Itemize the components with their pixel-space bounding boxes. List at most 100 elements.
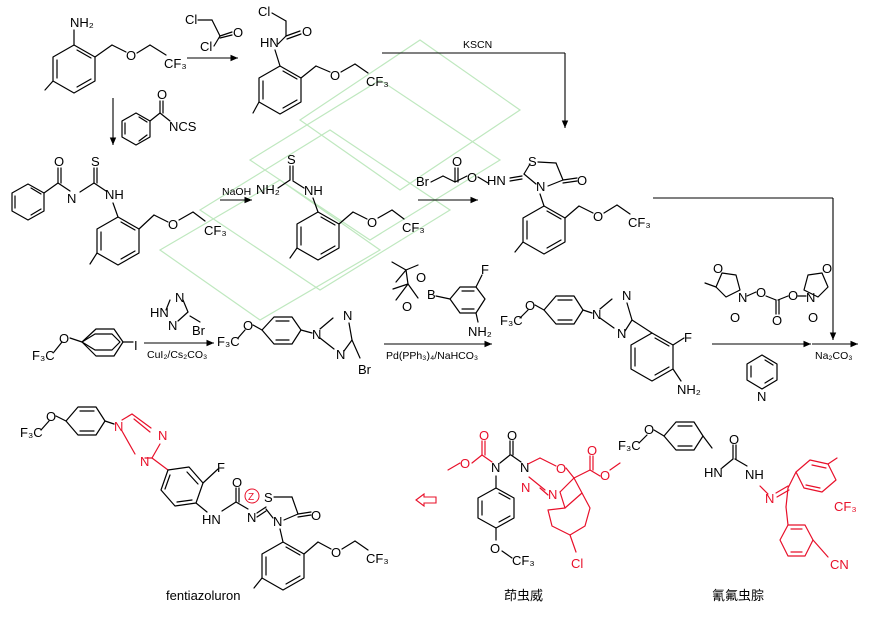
n-label: N (738, 290, 747, 305)
pyridine: N (746, 354, 778, 404)
n-label: N (273, 514, 282, 529)
o-label: O (729, 432, 739, 447)
o-label: O (593, 209, 603, 224)
cf3-label: CF₃ (366, 74, 389, 89)
o-label: O (479, 428, 489, 443)
n-label: N (520, 460, 529, 475)
indoxacarb-name: 茚虫威 (504, 588, 543, 603)
o-label: O (822, 261, 832, 276)
n-label: N (491, 460, 500, 475)
fentiazoluron-name: fentiazoluron (166, 588, 240, 603)
fentiazoluron-structure: F₃C O N N N F HN O N (20, 406, 389, 591)
br-label: Br (416, 174, 430, 189)
n-label: N (622, 288, 631, 303)
o-label: O (730, 310, 740, 325)
o-label: O (402, 299, 412, 314)
disuccinimidyl-carbonate: N O O O O O N O O (704, 261, 832, 328)
cf3-label: CF₃ (402, 220, 425, 235)
o-label: O (126, 48, 136, 63)
f3c-label: F₃C (20, 425, 43, 440)
o-label: O (772, 313, 782, 328)
o-label: O (460, 456, 470, 471)
thiazolidinone-intermediate: S O N HN O CF₃ (487, 154, 651, 255)
hn-label: HN (487, 173, 506, 188)
metaflumizone-structure: F₃C O HN O NH N CF₃ (618, 421, 857, 572)
benzoyl-thiourea-intermediate: O N HN S NH O CF₃ (11, 154, 227, 266)
o-label: O (233, 25, 243, 40)
o-label: O (788, 288, 798, 303)
n-label: N (67, 191, 76, 206)
chloroacetamide-intermediate: Cl O HN O CF₃ (252, 4, 389, 115)
n-label: N (536, 179, 545, 194)
f3c-label: F₃C (618, 438, 641, 453)
n-label: N (175, 290, 184, 305)
nh2-label: NH₂ (256, 182, 280, 197)
aniline-starting-material: NH₂ O CF₃ (44, 15, 187, 94)
o-label: O (311, 508, 321, 523)
cl-label: Cl (571, 556, 583, 571)
n-label: N (114, 419, 123, 434)
s-label: S (287, 152, 296, 167)
n-label: N (765, 491, 774, 506)
o-label: O (168, 217, 178, 232)
n-label: N (312, 327, 321, 342)
cf3-label: CF₃ (834, 499, 857, 514)
o-label: O (713, 261, 723, 276)
o-label: O (367, 215, 377, 230)
aminoaryl-triazole-intermediate: F₃C O N N N F NH₂ (500, 288, 701, 397)
nh-label: HN (202, 512, 221, 527)
cf3-label: CF₃ (164, 56, 187, 71)
watermark (158, 39, 522, 321)
o-label: O (507, 428, 517, 443)
methyl-bromoacetate: Br O O (416, 154, 489, 189)
o-label: O (644, 422, 654, 437)
n-label: N (336, 347, 345, 362)
o-label: O (243, 318, 253, 333)
na2co3-reagent: Na₂CO₃ (815, 350, 853, 362)
z-label: Z (248, 492, 254, 503)
nh-label: NH (105, 187, 124, 202)
hn-label: HN (150, 305, 169, 320)
nh2-label: NH₂ (70, 15, 94, 30)
chloroacetyl-chloride: Cl O Cl (185, 12, 243, 54)
cf3-label: CF₃ (628, 215, 651, 230)
n-label: N (521, 480, 530, 495)
kscn-reagent: KSCN (463, 39, 492, 51)
o-label: O (54, 154, 64, 169)
o-label: O (416, 270, 426, 285)
s-label: S (91, 154, 100, 169)
n-label: N (168, 318, 177, 333)
n-label: N (548, 487, 557, 502)
n-label: N (247, 510, 256, 525)
o-label: O (467, 170, 477, 185)
nh2-label: NH₂ (677, 382, 701, 397)
cf3-label: CF₃ (204, 223, 227, 238)
bromotriazole-reagent: N HN N Br (150, 290, 206, 338)
nh-label: NH (745, 467, 764, 482)
br-label: Br (358, 362, 372, 377)
b-label: B (427, 287, 436, 302)
o-label: O (525, 298, 535, 313)
o-label: O (452, 154, 462, 169)
o-label: O (600, 468, 610, 483)
cf3-label: CF₃ (512, 553, 535, 568)
cl-label: Cl (200, 39, 212, 54)
benzoyl-isothiocyanate: O NCS (121, 87, 197, 146)
cl-label: Cl (185, 12, 197, 27)
metaflumizone-name: 氰氟虫腙 (712, 588, 764, 603)
f-label: F (684, 330, 692, 345)
iodo-trifluoromethoxybenzene: F₃C O I (32, 328, 138, 363)
naoh-reagent: NaOH (222, 186, 251, 198)
f3c-label: F₃C (217, 334, 240, 349)
n-label: N (140, 454, 149, 469)
thiourea-intermediate: NH₂ S NH O CF₃ (256, 152, 425, 261)
o-label: O (302, 24, 312, 39)
o-label: O (331, 545, 341, 560)
nh-label: HN (704, 465, 723, 480)
o-label: O (587, 443, 597, 458)
cl-label: Cl (258, 4, 270, 19)
o-label: O (756, 285, 766, 300)
nh-label: NH (304, 183, 323, 198)
o-label: O (46, 409, 56, 424)
o-label: O (808, 310, 818, 325)
